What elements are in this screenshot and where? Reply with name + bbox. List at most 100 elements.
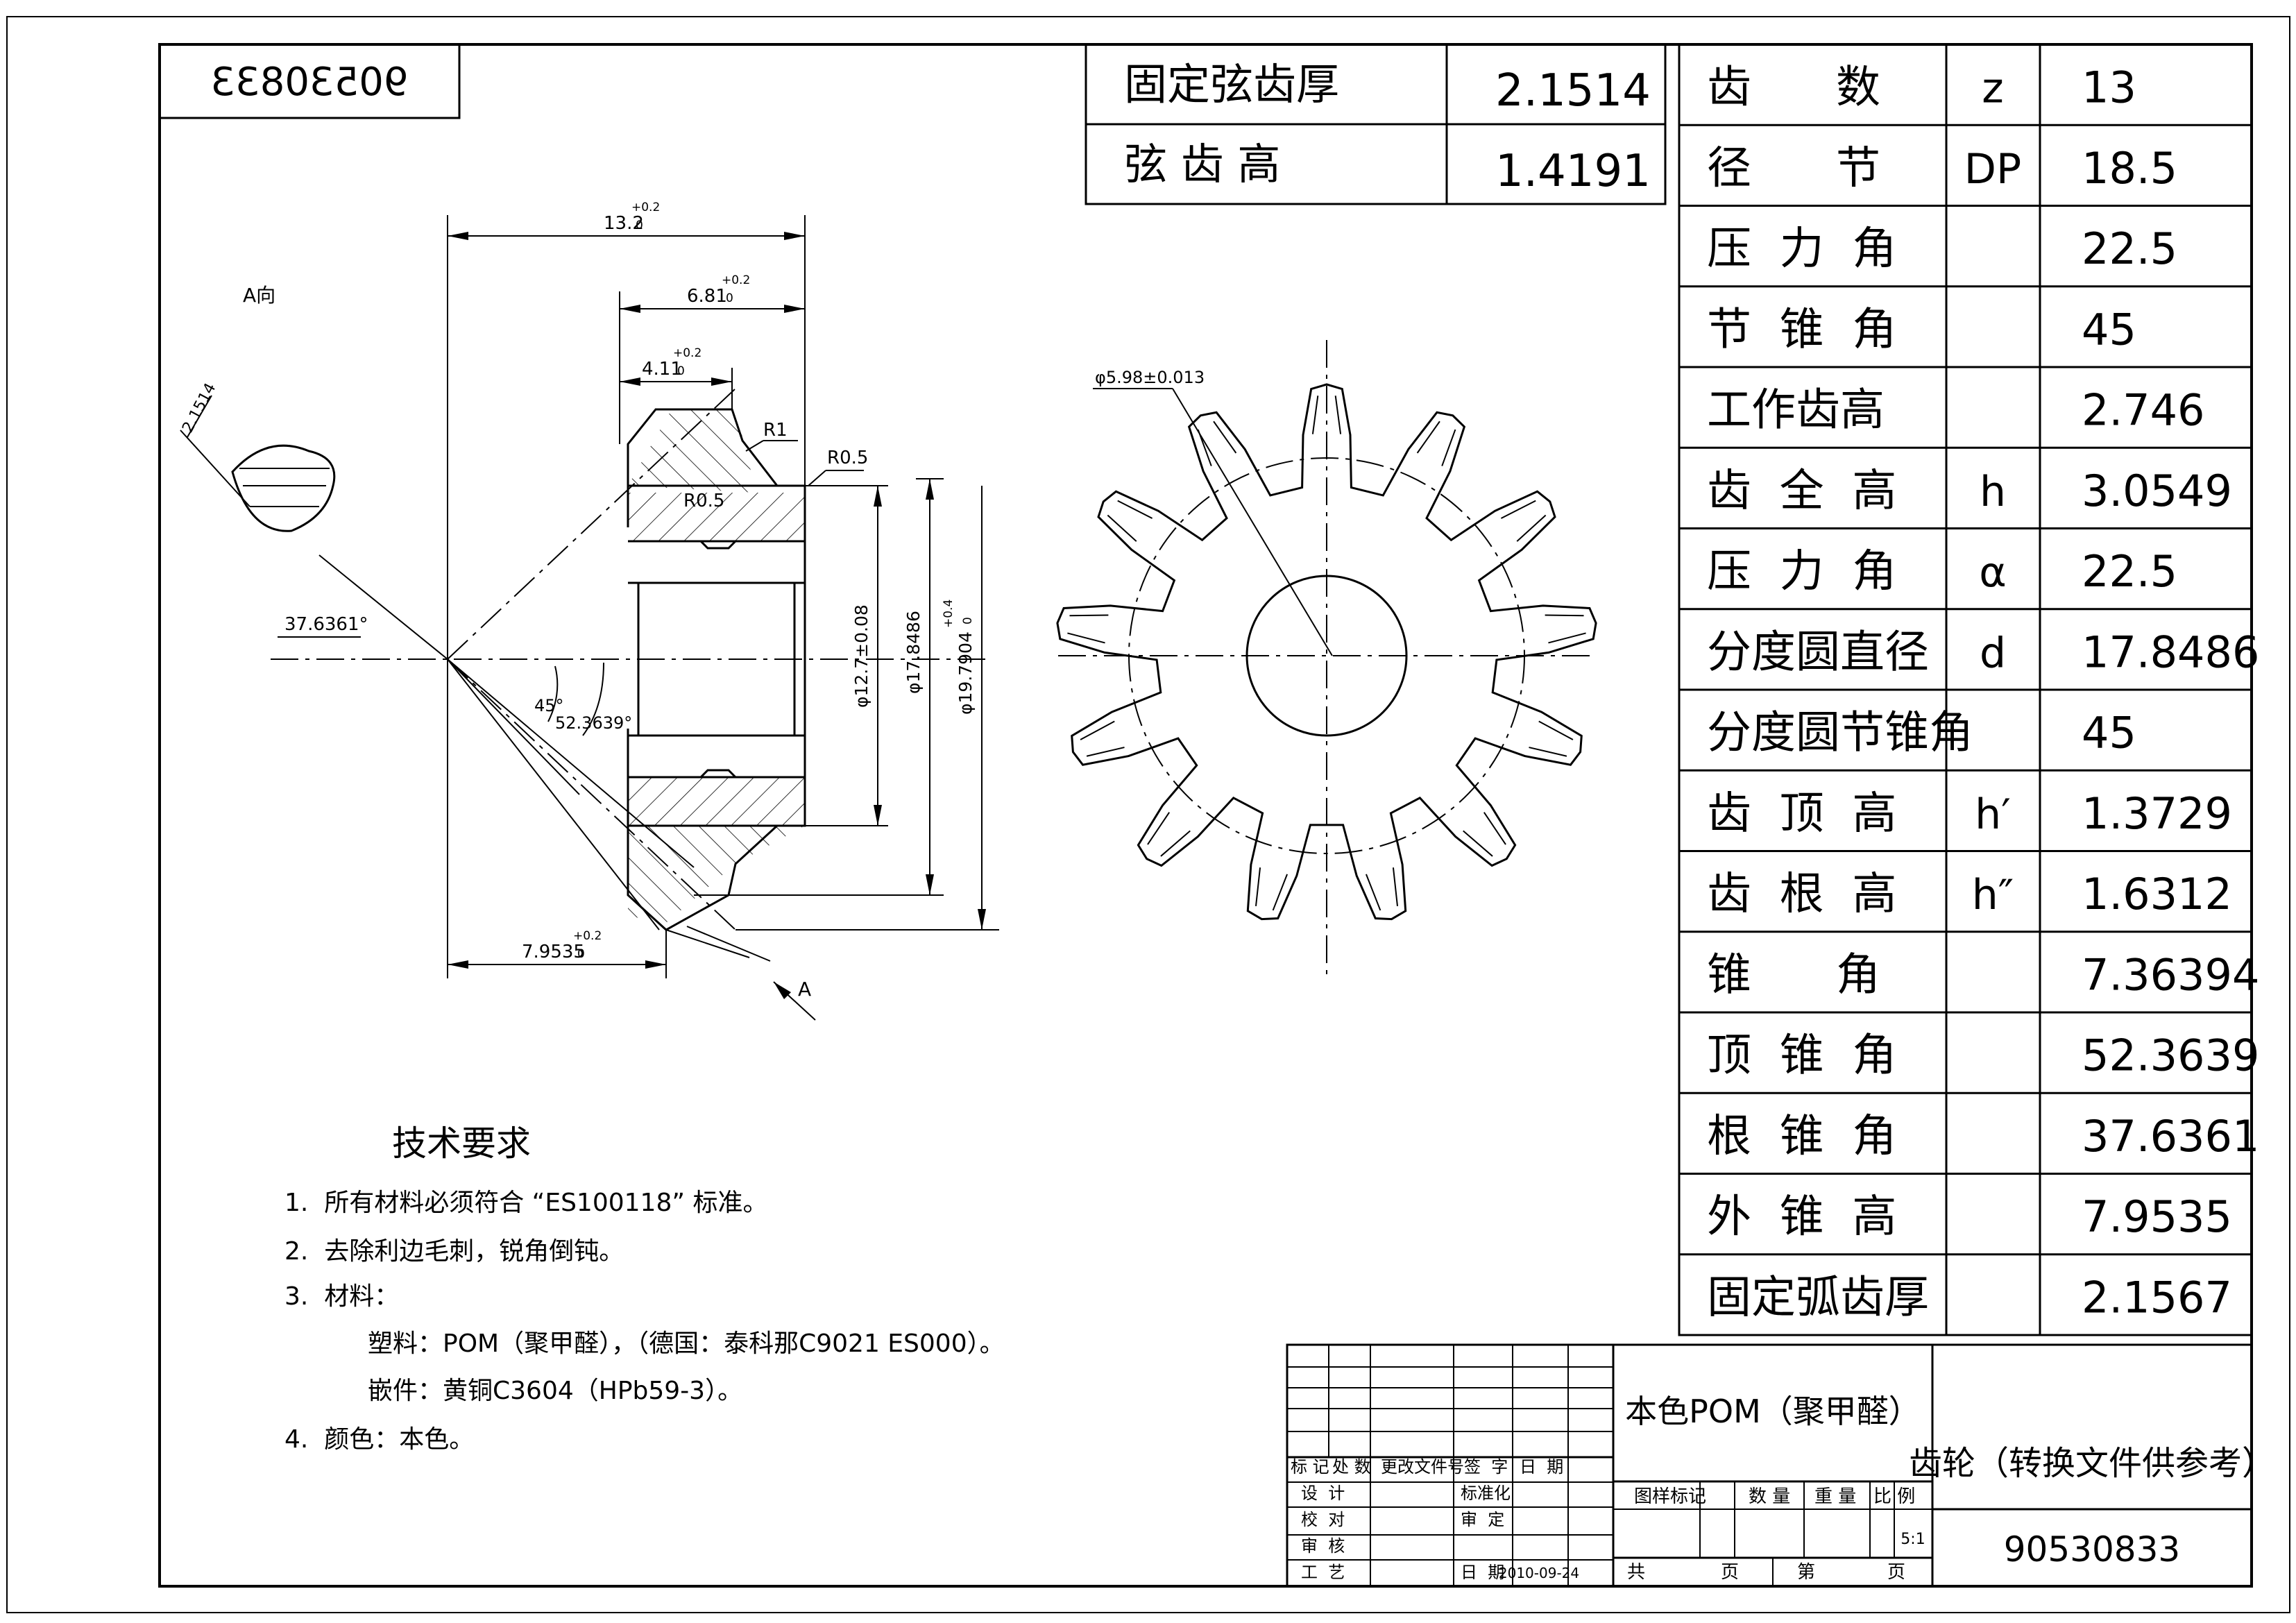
dim-angle-root: 37.6361° bbox=[284, 614, 368, 635]
top-row-value: 1.4191 bbox=[1495, 146, 1651, 197]
param-value: 52.3639 bbox=[2082, 1030, 2259, 1081]
dim-mount: 7.9535 bbox=[522, 942, 585, 962]
svg-text:签 字: 签 字 bbox=[1464, 1457, 1508, 1477]
dim-pin-dia: φ5.98±0.013 bbox=[1095, 368, 1205, 387]
param-value: 22.5 bbox=[2082, 546, 2177, 597]
bore-circle bbox=[1245, 575, 1408, 737]
param-symbol: h″ bbox=[1972, 871, 2014, 919]
param-label: 径 节 bbox=[1707, 143, 1880, 194]
param-label: 分度圆直径 bbox=[1707, 627, 1929, 678]
svg-text:工 艺: 工 艺 bbox=[1301, 1563, 1345, 1582]
svg-text:比 例: 比 例 bbox=[1873, 1486, 1915, 1507]
dim-dia-bore: φ12.7±0.08 bbox=[851, 604, 871, 708]
param-label: 工作齿高 bbox=[1707, 385, 1885, 436]
top-row-label: 固定弦齿厚 bbox=[1124, 59, 1339, 110]
svg-text:页: 页 bbox=[1721, 1562, 1739, 1583]
svg-text:+0.4: +0.4 bbox=[942, 600, 955, 628]
tooth-profile bbox=[231, 444, 336, 532]
mirror-number: 90530833 bbox=[210, 60, 408, 105]
param-symbol: DP bbox=[1964, 145, 2021, 194]
outer-border bbox=[6, 16, 2290, 1613]
param-label: 压 力 角 bbox=[1707, 223, 1896, 275]
svg-text:标准化: 标准化 bbox=[1461, 1484, 1511, 1503]
dim-chord: 2.1514 bbox=[179, 380, 219, 436]
param-label: 齿 根 高 bbox=[1707, 869, 1896, 920]
dim-dia-outer: φ19.7904 bbox=[955, 631, 976, 715]
param-label: 顶 锥 角 bbox=[1707, 1030, 1896, 1082]
top-row-value: 2.1514 bbox=[1495, 65, 1651, 117]
dim-width-total: 13.2 bbox=[604, 213, 644, 234]
param-value: 13 bbox=[2082, 62, 2136, 113]
param-label: 齿 数 bbox=[1707, 62, 1880, 114]
note-item: 4. 颜色：本色。 bbox=[284, 1425, 474, 1454]
notes-title: 技术要求 bbox=[392, 1123, 531, 1164]
svg-text:校 对: 校 对 bbox=[1301, 1510, 1345, 1529]
param-value: 45 bbox=[2082, 304, 2136, 355]
svg-text:+0.2: +0.2 bbox=[673, 346, 701, 360]
param-label: 齿 全 高 bbox=[1707, 466, 1896, 517]
section-view: 13.2 +0.2 0 6.81 +0.2 0 4.11 +0.2 0 R1 R… bbox=[271, 201, 999, 1021]
param-value: 17.8486 bbox=[2082, 627, 2259, 677]
lower-hub-hatch bbox=[628, 777, 805, 826]
view-a: A向 2.1514 bbox=[179, 284, 336, 532]
svg-text:日 期: 日 期 bbox=[1461, 1563, 1504, 1582]
svg-text:+0.2: +0.2 bbox=[573, 929, 602, 943]
svg-text:+0.2: +0.2 bbox=[631, 201, 660, 214]
param-label: 节 锥 角 bbox=[1707, 304, 1896, 355]
svg-text:0: 0 bbox=[726, 291, 733, 305]
param-symbol: α bbox=[1979, 548, 2007, 597]
svg-text:处 数: 处 数 bbox=[1332, 1457, 1371, 1477]
svg-text:0: 0 bbox=[636, 219, 643, 232]
svg-text:0: 0 bbox=[577, 947, 585, 961]
param-value: 3.0549 bbox=[2082, 466, 2232, 516]
svg-text:设 计: 设 计 bbox=[1301, 1484, 1345, 1503]
svg-text:页: 页 bbox=[1887, 1562, 1905, 1583]
dim-dia-pitch: φ17.8486 bbox=[903, 611, 924, 694]
param-label: 固定弧齿厚 bbox=[1707, 1272, 1929, 1323]
param-value: 37.6361 bbox=[2082, 1111, 2259, 1162]
note-item: 塑料：POM（聚甲醛），（德国：泰科那C9021 ES000）。 bbox=[368, 1329, 1005, 1358]
title-part-number: 90530833 bbox=[2004, 1529, 2181, 1570]
param-value: 7.9535 bbox=[2082, 1191, 2232, 1242]
note-item: 嵌件：黄铜C3604（HPb59-3）。 bbox=[368, 1377, 742, 1405]
svg-text:0: 0 bbox=[677, 364, 685, 378]
title-scale: 5:1 bbox=[1900, 1531, 1925, 1548]
note-item: 1. 所有材料必须符合 “ES100118” 标准。 bbox=[284, 1189, 767, 1217]
arrow-a-label: A bbox=[798, 978, 811, 1001]
upper-tooth-hatch bbox=[628, 409, 756, 493]
lower-tooth-hatch bbox=[628, 826, 805, 923]
param-label: 齿 顶 高 bbox=[1707, 788, 1896, 840]
svg-text:+0.2: +0.2 bbox=[722, 273, 750, 287]
svg-text:第: 第 bbox=[1797, 1562, 1815, 1583]
section-outline bbox=[627, 408, 806, 931]
param-symbol: d bbox=[1980, 629, 2006, 677]
svg-text:审 核: 审 核 bbox=[1301, 1536, 1345, 1556]
title-part-name: 齿轮（转换文件供参考） bbox=[1909, 1444, 2275, 1483]
param-label: 外 锥 高 bbox=[1707, 1191, 1896, 1243]
technical-notes: 技术要求 1. 所有材料必须符合 “ES100118” 标准。 2. 去除利边毛… bbox=[284, 1123, 1005, 1454]
param-label: 锥 角 bbox=[1707, 949, 1880, 1001]
svg-text:日 期: 日 期 bbox=[1520, 1457, 1563, 1477]
upper-hub-hatch bbox=[628, 493, 805, 541]
param-label: 压 力 角 bbox=[1707, 546, 1896, 597]
gear-outline bbox=[1056, 383, 1597, 921]
svg-text:0: 0 bbox=[961, 617, 975, 624]
mirror-number-box bbox=[158, 43, 461, 119]
param-value: 22.5 bbox=[2082, 223, 2177, 274]
svg-text:数 量: 数 量 bbox=[1749, 1486, 1790, 1507]
param-value: 18.5 bbox=[2082, 143, 2177, 194]
svg-text:审 定: 审 定 bbox=[1461, 1510, 1504, 1529]
param-value: 45 bbox=[2082, 708, 2136, 758]
param-value: 2.746 bbox=[2082, 385, 2205, 436]
dim-r05-inner: R0.5 bbox=[683, 491, 724, 511]
top-row-label: 弦 齿 高 bbox=[1124, 139, 1280, 189]
param-value: 1.6312 bbox=[2082, 869, 2232, 919]
gear-front-view: φ5.98±0.013 bbox=[1056, 340, 1597, 978]
view-a-label: A向 bbox=[243, 284, 275, 307]
svg-text:共: 共 bbox=[1627, 1562, 1645, 1583]
dim-width-small: 4.11 bbox=[642, 359, 682, 380]
top-table: 固定弦齿厚 2.1514 弦 齿 高 1.4191 bbox=[1085, 43, 1667, 205]
param-label: 根 锥 角 bbox=[1707, 1111, 1896, 1162]
